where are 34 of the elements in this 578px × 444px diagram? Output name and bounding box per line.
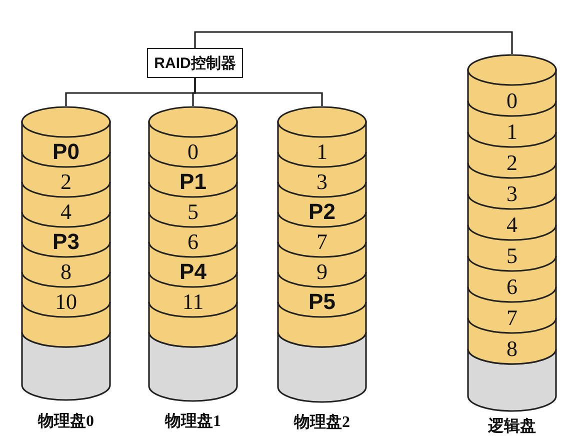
parity-block-label: P5 <box>308 289 336 315</box>
block-number: 4 <box>506 212 518 238</box>
block-number: 2 <box>60 169 72 195</box>
block-number: 7 <box>316 229 328 255</box>
block-number: 3 <box>316 169 328 195</box>
connector-line <box>194 31 513 54</box>
parity-block-label: P3 <box>52 229 80 255</box>
block-number: 7 <box>506 304 518 330</box>
block-number: 5 <box>188 199 198 225</box>
block-number: 6 <box>506 274 518 300</box>
block-number: 2 <box>506 150 518 176</box>
block-number: 1 <box>316 139 328 165</box>
parity-block-label: P2 <box>308 199 336 225</box>
block-number: 6 <box>188 229 198 255</box>
block-number: 0 <box>188 139 198 165</box>
parity-block-label: P4 <box>180 259 206 285</box>
connector-line <box>194 78 323 106</box>
block-number: 5 <box>506 242 518 268</box>
disk-caption: 物理盘1 <box>165 414 221 430</box>
disk-caption: 物理盘2 <box>294 415 350 431</box>
controller-box: RAID控制器 <box>147 48 243 78</box>
block-number: 4 <box>60 199 72 225</box>
block-number: 3 <box>506 180 518 206</box>
block-number: 10 <box>55 289 77 315</box>
parity-block-label: P1 <box>180 169 206 195</box>
parity-block-label: P0 <box>52 139 80 165</box>
disk-caption: 逻辑盘 <box>488 419 536 435</box>
block-number: 0 <box>506 88 518 114</box>
block-number: 8 <box>506 336 518 362</box>
block-number: 8 <box>60 259 72 285</box>
block-number: 9 <box>316 259 328 285</box>
disk-caption: 物理盘0 <box>38 414 94 430</box>
block-number: 1 <box>506 118 518 144</box>
block-number: 11 <box>182 289 204 315</box>
